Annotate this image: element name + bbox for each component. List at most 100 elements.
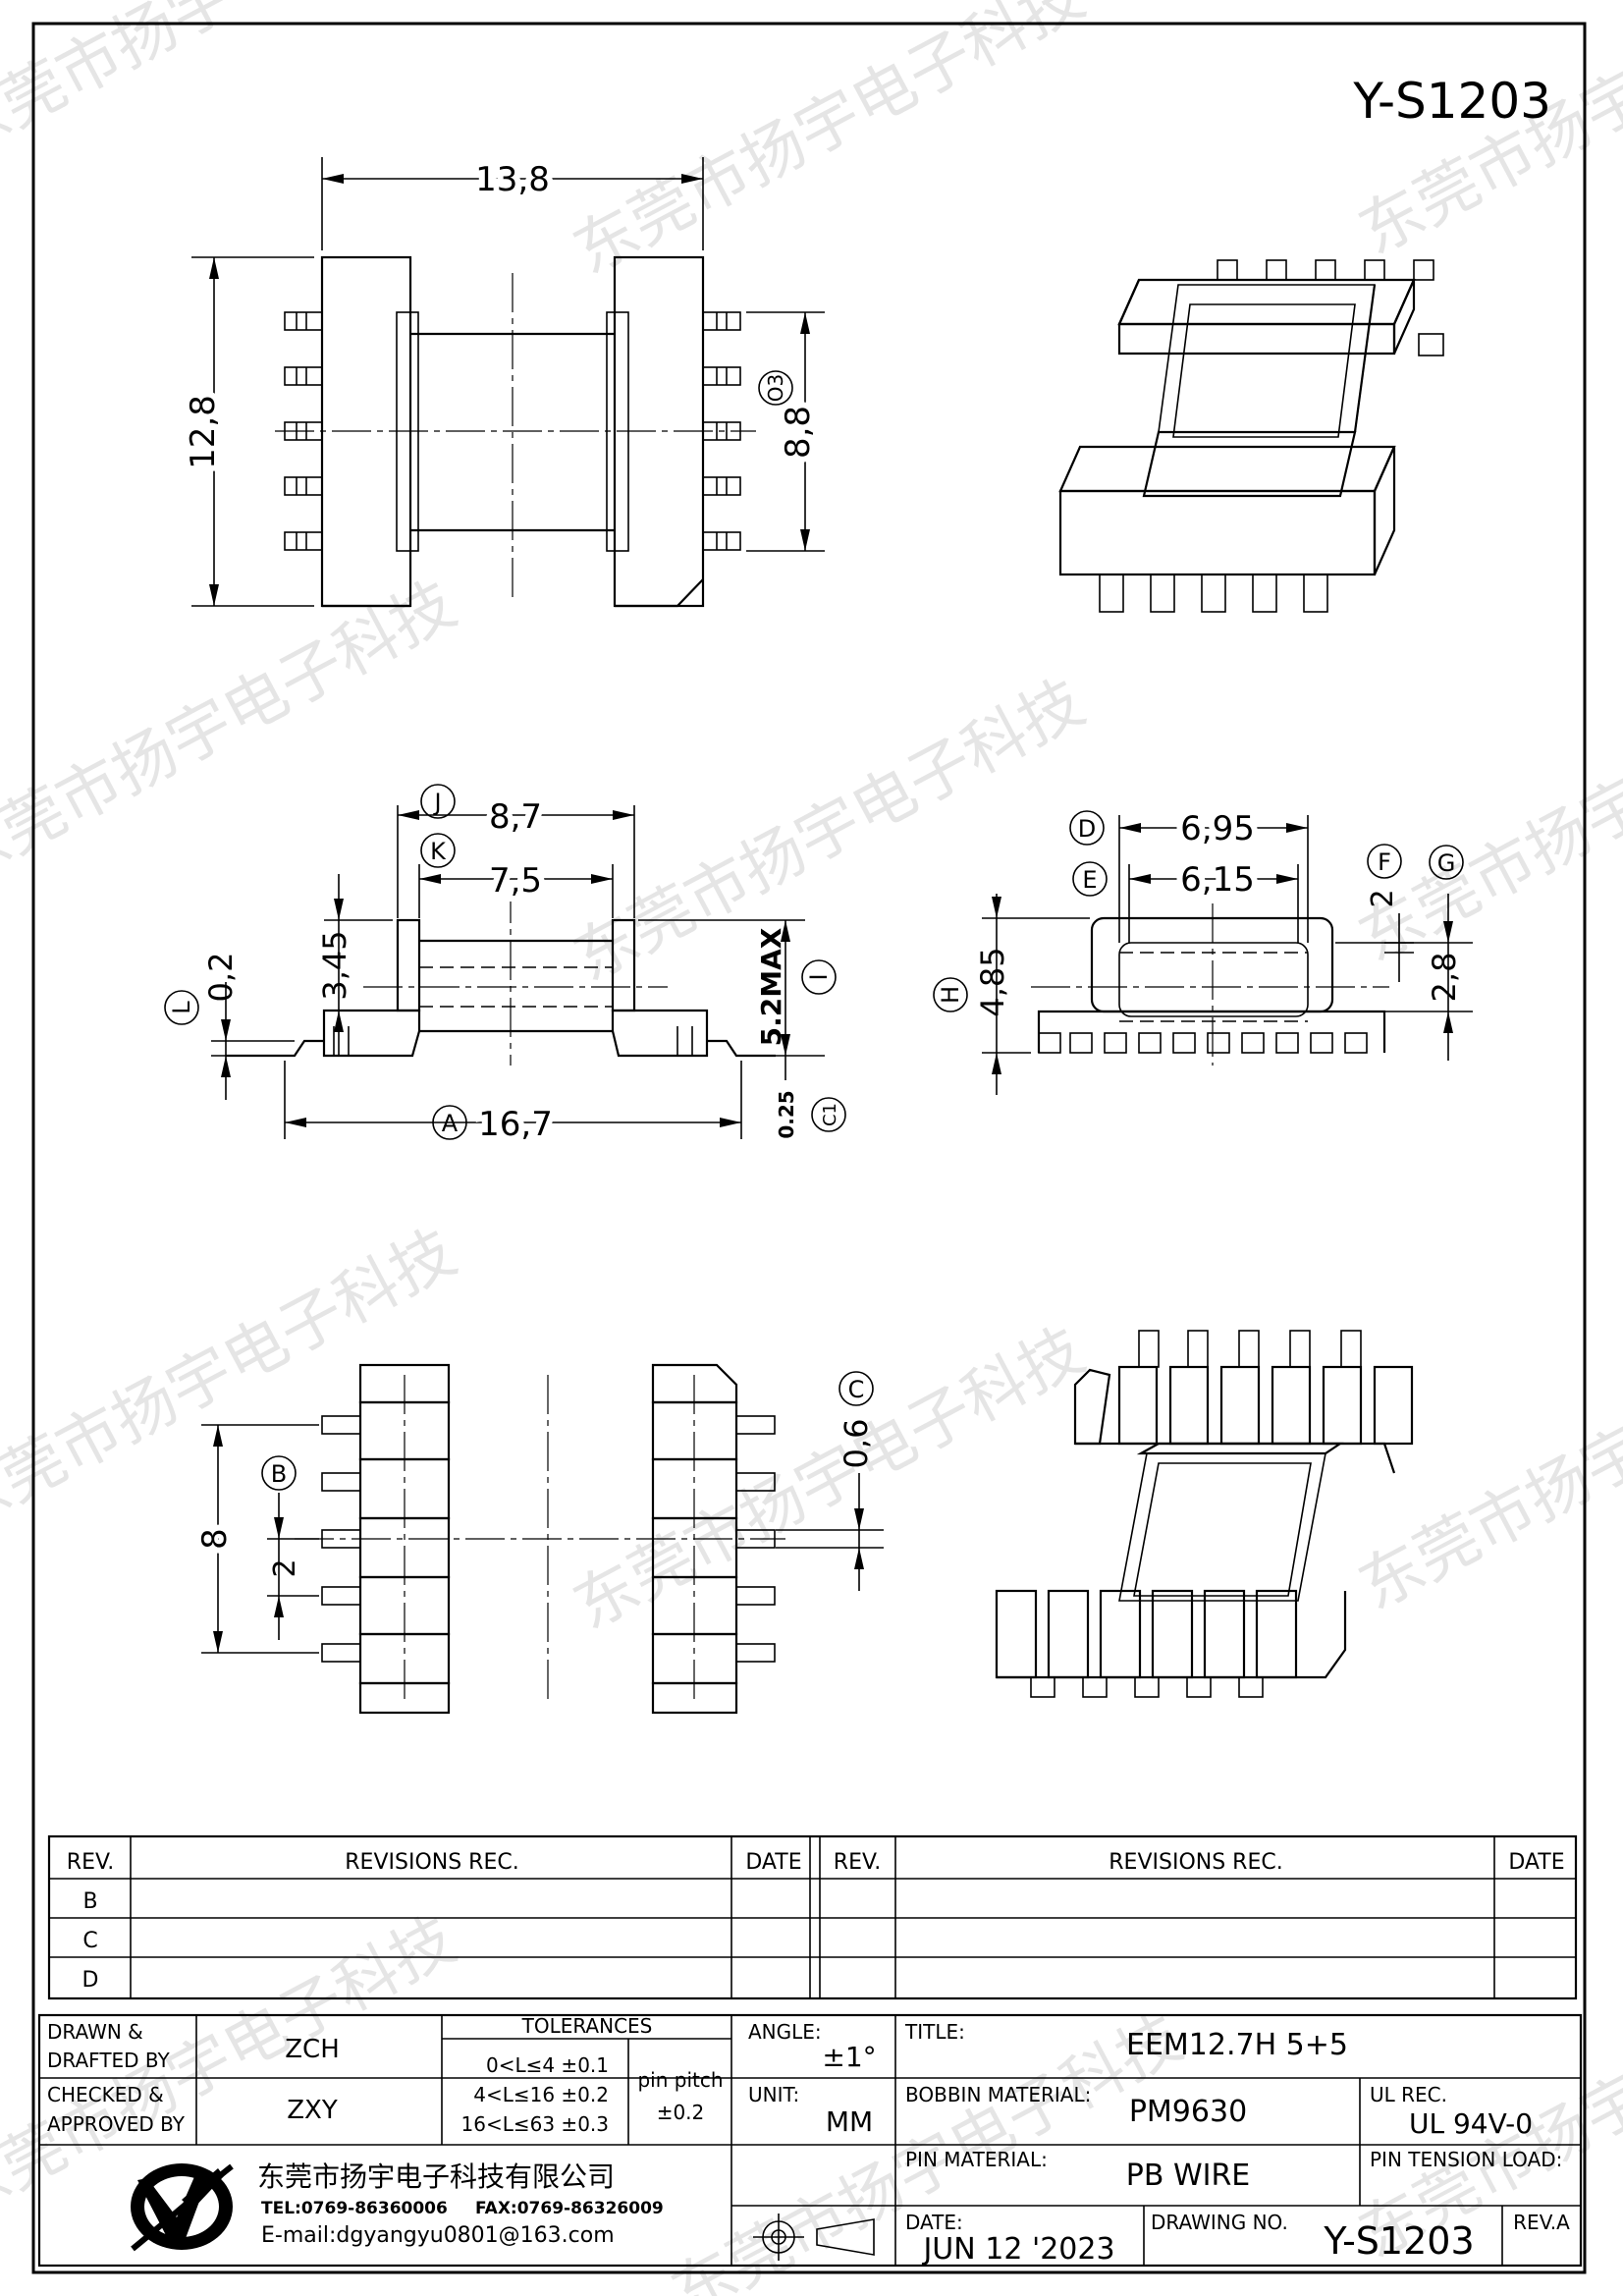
rev-value: REV.A: [1513, 2211, 1570, 2234]
ul-label: UL REC.: [1370, 2083, 1447, 2106]
bobbin-label: BOBBIN MATERIAL:: [905, 2083, 1091, 2106]
dim-8-7: 8,7: [489, 797, 542, 837]
unit-label: UNIT:: [748, 2083, 799, 2106]
dim-7-5: 7,5: [489, 861, 542, 901]
dim-2-8: 2,8: [1426, 953, 1463, 1003]
unit-value: MM: [826, 2105, 873, 2138]
dim-5-2max: 5.2MAX: [755, 927, 787, 1046]
label-l: L: [168, 1001, 195, 1014]
rev-header-left: REV.: [67, 1850, 114, 1875]
title-label: TITLE:: [904, 2020, 965, 2044]
dim-3-45: 3,45: [316, 930, 353, 1000]
iso-bottom-top-pins: [1138, 1330, 1362, 1368]
rev-row-c: C: [82, 1929, 97, 1953]
label-h: H: [937, 986, 964, 1004]
drawing-no-value: Y-S1203: [1323, 2219, 1474, 2263]
bobbin-value: PM9630: [1129, 2095, 1247, 2129]
iso-bottom-front-blocks: [995, 1589, 1347, 1698]
drawing-title: Y-S1203: [1352, 73, 1551, 130]
dim-8: 8: [195, 1528, 235, 1550]
pin-material-value: PB WIRE: [1126, 2159, 1251, 2193]
label-j: J: [432, 789, 441, 816]
rec-header-left: REVISIONS REC.: [345, 1850, 518, 1875]
watermark-1: 东莞市扬宇电子科技: [0, 0, 467, 171]
rev-header-right: REV.: [834, 1850, 881, 1875]
iso-view-top: [1058, 259, 1444, 613]
dim-2: 2: [1366, 889, 1400, 907]
dim-13-8: 13,8: [475, 160, 550, 199]
date-value: JUN 12 '2023: [921, 2232, 1114, 2267]
title-block: DRAWN & DRAFTED BY ZCH CHECKED & APPROVE…: [37, 2013, 1583, 2268]
tol-row-3: 16<L≤63 ±0.3: [461, 2112, 609, 2136]
rev-row-b: B: [82, 1889, 97, 1914]
company-email: E-mail:dgyangyu0801@163.com: [261, 2223, 615, 2248]
dim-6-95: 6,95: [1180, 809, 1255, 848]
label-f: F: [1378, 848, 1391, 876]
dim-4-85: 4,85: [974, 947, 1011, 1016]
label-b: B: [271, 1460, 287, 1488]
front-view: 6,95 D 6,15 E 4,85 H 2 F 2,8 G: [933, 803, 1473, 1095]
dim-0-6: 0,6: [838, 1419, 875, 1469]
watermark-7: 东莞市扬宇电子科技: [0, 1216, 467, 1546]
side-view: 8,7 J 7,5 K 3,45 0,2 L 16,7 A: [164, 784, 846, 1150]
watermark-3: 东莞市扬宇电子科技: [1348, 0, 1623, 269]
watermark-6: 东莞市扬宇电子科技: [1348, 646, 1623, 976]
tol-row-2: 4<L≤16 ±0.2: [473, 2083, 609, 2106]
company-name: 东莞市扬宇电子科技有限公司: [257, 2160, 615, 2193]
drawn-value: ZCH: [285, 2035, 340, 2064]
label-i: I: [805, 973, 833, 980]
company-logo: [131, 2163, 234, 2252]
company-tel: TEL:0769-86360006: [261, 2199, 448, 2218]
dim-16-7: 16,7: [478, 1105, 553, 1144]
label-a: A: [442, 1110, 459, 1137]
checked-label: CHECKED &: [47, 2083, 164, 2106]
label-k: K: [430, 838, 447, 865]
front-view-pins: [1038, 1032, 1368, 1054]
rec-header-right: REVISIONS REC.: [1109, 1850, 1282, 1875]
angle-label: ANGLE:: [748, 2020, 822, 2044]
projection-symbol-icon: [753, 2214, 875, 2261]
iso-top-pins: [1099, 259, 1434, 613]
label-d: D: [1078, 815, 1096, 843]
bottom-view: 8 2 B 0,6 C: [189, 1363, 884, 1715]
label-o3: O3: [764, 374, 787, 402]
label-c: C: [848, 1376, 865, 1403]
pin-material-label: PIN MATERIAL:: [905, 2148, 1048, 2171]
label-e: E: [1082, 866, 1097, 894]
dim-6-15: 6,15: [1180, 860, 1255, 900]
pin-tension-label: PIN TENSION LOAD:: [1370, 2148, 1562, 2171]
tol-row-1: 0<L≤4 ±0.1: [486, 2053, 609, 2077]
drawing-no-label: DRAWING NO.: [1151, 2211, 1288, 2234]
date-label: DATE:: [905, 2211, 963, 2234]
date-header-right: DATE: [1508, 1850, 1564, 1875]
dim-0-25: 0.25: [775, 1090, 798, 1138]
title-value: EEM12.7H 5+5: [1126, 2028, 1348, 2062]
rev-row-d: D: [82, 1968, 99, 1993]
top-view: 13,8 12,8 8,8 O3: [178, 154, 825, 608]
dim-8-8: 8,8: [779, 406, 818, 459]
company-fax: FAX:0769-86326009: [475, 2199, 664, 2218]
ul-value: UL 94V-0: [1409, 2107, 1533, 2140]
watermark-2: 东莞市扬宇电子科技: [563, 0, 1096, 289]
watermark-5: 东莞市扬宇电子科技: [563, 666, 1096, 996]
sheet-border: [31, 22, 1587, 2274]
iso-view-bottom: [995, 1330, 1414, 1698]
dim-2-pitch: 2: [268, 1558, 302, 1577]
approved-label: APPROVED BY: [47, 2112, 186, 2136]
checked-value: ZXY: [287, 2096, 338, 2125]
pin-pitch-value: ±0.2: [657, 2101, 705, 2124]
drafted-label: DRAFTED BY: [47, 2049, 171, 2072]
revisions-table: REV. REVISIONS REC. DATE REV. REVISIONS …: [47, 1834, 1578, 2000]
label-c1: C1: [820, 1103, 840, 1126]
date-header-left: DATE: [745, 1850, 801, 1875]
label-g: G: [1437, 849, 1456, 877]
watermark-8: 东莞市扬宇电子科技: [563, 1314, 1096, 1644]
tolerances-label: TOLERANCES: [521, 2014, 653, 2038]
dim-0-2: 0,2: [202, 953, 240, 1003]
dim-12-8: 12,8: [184, 395, 223, 469]
angle-value: ±1°: [822, 2041, 876, 2073]
drawn-label: DRAWN &: [47, 2020, 143, 2044]
pin-pitch-label: pin pitch: [637, 2068, 723, 2092]
